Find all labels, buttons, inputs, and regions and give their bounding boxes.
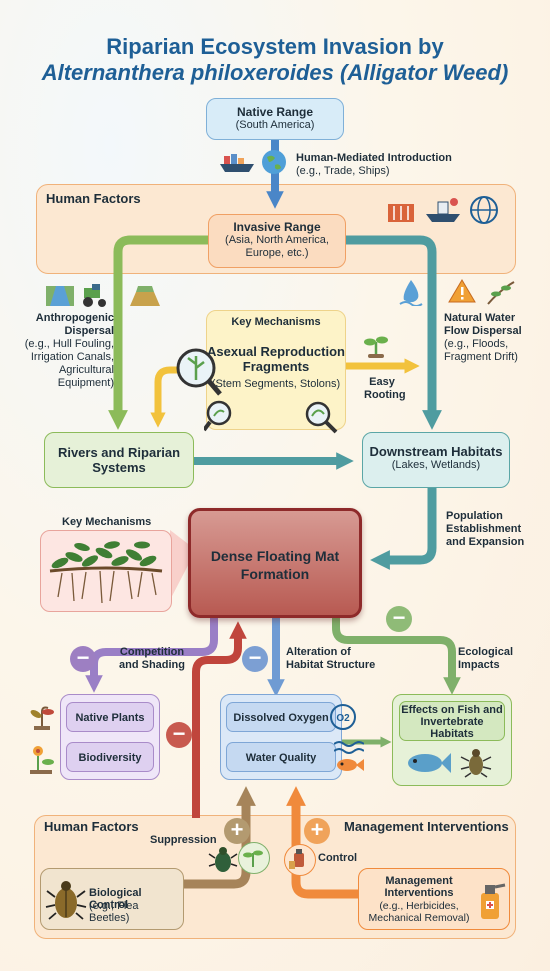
anthropogenic-sub: (e.g., Hull Fouling, Irrigation Canals, … [24,338,114,389]
suppression-label: Suppression [150,834,217,846]
natural-flow-title: Natural Water Flow Dispersal [444,312,522,337]
anthropogenic-title: Anthropogenic Dispersal [35,312,114,337]
arrow-management-control [286,786,360,899]
water-quality-title: Water Quality [245,752,317,764]
mgmt-title: Management Interventions [384,875,454,899]
globe-icon [260,148,288,181]
key-mechanisms-label-1: Key Mechanisms [231,316,321,328]
fish-icon [405,749,451,782]
native-range-title: Native Range [236,105,314,119]
easy-rooting-label: Easy Rooting [364,376,406,401]
bio-control-sub: (e.g., Flea Beetles) [89,900,139,924]
canal-icon [46,282,74,313]
invasive-range-sub: (Asia, North America, Europe, etc.) [225,234,329,259]
alteration-label: Alteration of Habitat Structure [286,646,376,671]
mat-formation-node: Dense Floating Mat Formation [188,508,362,618]
arrow-natural-flow-dispersal [345,235,442,430]
asexual-reproduction-title: Asexual Reproduction Fragments [207,344,345,374]
invasive-range-title: Invasive Range [233,220,321,234]
native-range-sub: (South America) [235,119,315,131]
competition-label: Competition and Shading [119,646,185,671]
invasive-range-node: Invasive Range (Asia, North America, Eur… [208,214,346,268]
fish-small-icon [334,756,364,779]
flower-icon [26,742,58,781]
human-mediated-sub: (e.g., Trade, Ships) [296,165,390,177]
oxygen-label: O2 [336,713,350,724]
arrow-ecological-impacts [332,618,461,695]
dissolved-oxygen-node: Dissolved Oxygen [226,702,336,732]
oxygen-icon: O2 [330,704,356,730]
water-quality-node: Water Quality [226,742,336,772]
minus-sign-ecological: − [386,606,412,632]
flea-beetle-icon [45,877,87,928]
human-mediated-title: Human-Mediated Introduction [296,152,452,164]
asexual-reproduction-sub: (Stem Segments, Stolons) [211,378,341,390]
magnifier-small-icon-left [202,398,238,437]
arrow-fragments-to-rivers [150,366,206,428]
fish-effects-node: Effects on Fish and Invertebrate Habitat… [399,701,505,741]
native-plants-title: Native Plants [75,712,145,724]
farm-field-icon [130,282,160,313]
rivers-title: Rivers and Riparian Systems [57,445,181,475]
human-factors-top-label: Human Factors [46,191,141,206]
arrow-anthropogenic-dispersal [108,235,208,430]
mat-roots-icon [49,541,163,604]
plant-in-circle-icon [238,842,270,874]
title-line-2-text: Alternanthera philoxeroides (Alligator W… [41,60,509,85]
bio-control-title: Biological Control [89,887,142,911]
mat-formation-title: Dense Floating Mat Formation [210,548,340,582]
biodiversity-node: Biodiversity [66,742,154,772]
population-label: Population Establishment and Expansion [446,510,525,548]
ship-icon [424,196,464,231]
network-globe-icon [468,194,500,231]
downstream-sub: (Lakes, Wetlands) [391,459,481,471]
rivers-node: Rivers and Riparian Systems [44,432,194,488]
arrow-population-establishment [370,488,437,570]
fish-effects-group: Effects on Fish and Invertebrate Habitat… [392,694,512,786]
management-interventions-label: Management Interventions [344,819,509,834]
warning-icon [448,278,476,309]
ecological-label: Ecological Impacts [458,646,514,671]
wilting-plant-icon [26,700,58,735]
beetle-icon-small [208,846,238,879]
magnifier-icon [174,346,224,405]
mgmt-sub: (e.g., Herbicides, Mechanical Removal) [368,900,470,924]
bio-control-node: Biological Control (e.g., Flea Beetles) [40,868,184,930]
title-line-1: Riparian Ecosystem Invasion by [106,34,444,59]
shipping-container-icon [386,200,416,231]
mat-illustration-inset [40,530,172,612]
plus-sign-bio-control: + [224,818,250,844]
biodiversity-title: Biodiversity [78,752,142,764]
tractor-icon [80,282,110,313]
herbicide-bottle-icon [284,844,316,876]
native-plants-node: Native Plants [66,702,154,732]
dissolved-oxygen-title: Dissolved Oxygen [233,712,329,724]
control-label: Control [318,852,358,864]
natural-flow-sub: (e.g., Floods, Fragment Drift) [444,338,518,363]
invertebrate-icon [459,747,493,784]
downstream-title: Downstream Habitats [369,444,503,459]
human-factors-bottom-label: Human Factors [44,819,139,834]
minus-sign-competition: − [70,646,96,672]
minus-sign-suppression: − [166,722,192,748]
key-mechanisms-label-2: Key Mechanisms [62,516,152,528]
water-drop-icon [398,278,424,311]
arrow-suppression [192,621,247,818]
mgmt-node: Management Interventions (e.g., Herbicid… [358,868,510,930]
downstream-node: Downstream Habitats (Lakes, Wetlands) [362,432,510,488]
seedling-icon [362,332,390,363]
native-range-node: Native Range (South America) [206,98,344,140]
fish-effects-title: Effects on Fish and Invertebrate Habitat… [401,704,503,740]
spray-bottle-icon [475,877,507,928]
plant-fragment-icon [486,280,516,311]
title-line-2: Alternanthera philoxeroides (Alligator W… [0,60,550,86]
plus-sign-management: + [304,818,330,844]
waves-icon [333,738,365,761]
cargo-ship-icon [220,150,256,181]
magnifier-small-icon-right [302,398,342,439]
minus-sign-alteration: − [242,646,268,672]
